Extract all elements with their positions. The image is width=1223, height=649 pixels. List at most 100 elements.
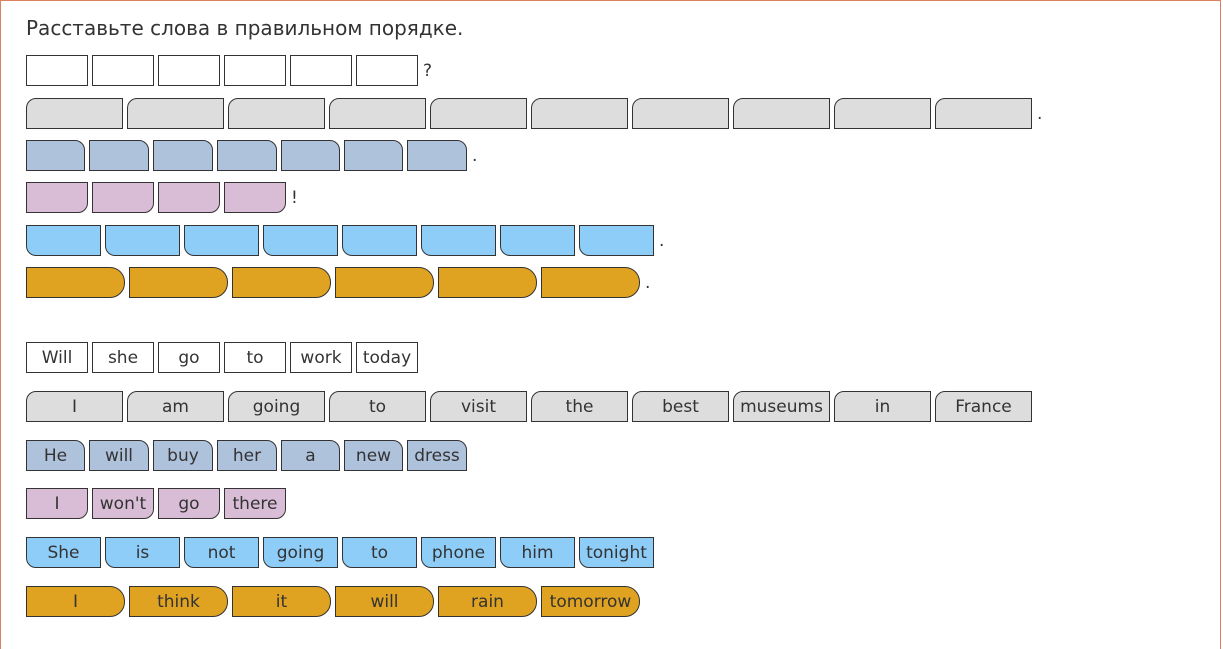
drop-slot[interactable] (329, 98, 426, 129)
drop-slot[interactable] (224, 55, 286, 86)
word-chip[interactable]: tonight (579, 537, 654, 568)
word-chip[interactable]: there (224, 488, 286, 519)
drop-slot[interactable] (356, 55, 418, 86)
word-chip[interactable]: going (228, 391, 325, 422)
target-row: ! (26, 182, 298, 213)
drop-slot[interactable] (541, 267, 640, 298)
drop-slot[interactable] (232, 267, 331, 298)
drop-slot[interactable] (263, 225, 338, 256)
word-chip[interactable]: to (224, 342, 286, 373)
drop-slot[interactable] (733, 98, 830, 129)
word-chip[interactable]: I (26, 586, 125, 617)
word-chip[interactable]: in (834, 391, 931, 422)
drop-slot[interactable] (531, 98, 628, 129)
word-chip[interactable]: visit (430, 391, 527, 422)
sentence-punctuation: ! (291, 187, 298, 208)
word-chip[interactable]: She (26, 537, 101, 568)
sentence-punctuation: ? (423, 60, 433, 81)
drop-slot[interactable] (579, 225, 654, 256)
drop-slot[interactable] (26, 182, 88, 213)
word-chip[interactable]: him (500, 537, 575, 568)
drop-slot[interactable] (342, 225, 417, 256)
target-row: . (26, 225, 664, 256)
drop-slot[interactable] (500, 225, 575, 256)
word-chip[interactable]: she (92, 342, 154, 373)
sentence-punctuation: . (472, 145, 478, 166)
word-chip[interactable]: the (531, 391, 628, 422)
word-chip[interactable]: am (127, 391, 224, 422)
word-chip[interactable]: her (217, 440, 277, 471)
drop-slot[interactable] (344, 140, 403, 171)
drop-slot[interactable] (158, 182, 220, 213)
word-chip[interactable]: best (632, 391, 729, 422)
word-chip[interactable]: new (344, 440, 403, 471)
word-chip[interactable]: I (26, 488, 88, 519)
word-chip[interactable]: museums (733, 391, 830, 422)
word-chip[interactable]: to (342, 537, 417, 568)
sentence-punctuation: . (1037, 103, 1043, 124)
drop-slot[interactable] (129, 267, 228, 298)
drop-slot[interactable] (89, 140, 149, 171)
drop-slot[interactable] (632, 98, 729, 129)
word-chip[interactable]: phone (421, 537, 496, 568)
word-chip[interactable]: buy (153, 440, 213, 471)
instruction-title: Расставьте слова в правильном порядке. (26, 16, 464, 40)
drop-slot[interactable] (158, 55, 220, 86)
word-chip[interactable]: France (935, 391, 1032, 422)
target-row: . (26, 98, 1042, 129)
word-chip[interactable]: going (263, 537, 338, 568)
word-chip[interactable]: go (158, 488, 220, 519)
drop-slot[interactable] (438, 267, 537, 298)
word-chip[interactable]: He (26, 440, 85, 471)
word-chip[interactable]: go (158, 342, 220, 373)
word-chip[interactable]: will (89, 440, 149, 471)
drop-slot[interactable] (26, 225, 101, 256)
word-chip[interactable]: tomorrow (541, 586, 640, 617)
drop-slot[interactable] (26, 98, 123, 129)
sentence-punctuation: . (645, 272, 651, 293)
word-chip[interactable]: it (232, 586, 331, 617)
word-chip[interactable]: to (329, 391, 426, 422)
drop-slot[interactable] (153, 140, 213, 171)
word-chip[interactable]: rain (438, 586, 537, 617)
drop-slot[interactable] (430, 98, 527, 129)
word-chip[interactable]: today (356, 342, 418, 373)
word-chip[interactable]: not (184, 537, 259, 568)
drop-slot[interactable] (26, 55, 88, 86)
target-row: . (26, 267, 650, 298)
drop-slot[interactable] (92, 55, 154, 86)
drop-slot[interactable] (105, 225, 180, 256)
drop-slot[interactable] (281, 140, 340, 171)
target-row: ? (26, 55, 432, 86)
drop-slot[interactable] (335, 267, 434, 298)
drop-slot[interactable] (834, 98, 931, 129)
word-chip[interactable]: I (26, 391, 123, 422)
word-chip[interactable]: is (105, 537, 180, 568)
drop-slot[interactable] (290, 55, 352, 86)
word-chip[interactable]: dress (407, 440, 467, 471)
drop-slot[interactable] (224, 182, 286, 213)
drop-slot[interactable] (26, 140, 85, 171)
drop-slot[interactable] (127, 98, 224, 129)
word-chip[interactable]: will (335, 586, 434, 617)
drop-slot[interactable] (421, 225, 496, 256)
drop-slot[interactable] (184, 225, 259, 256)
drop-slot[interactable] (92, 182, 154, 213)
word-chip[interactable]: think (129, 586, 228, 617)
word-chip[interactable]: Will (26, 342, 88, 373)
word-chip[interactable]: a (281, 440, 340, 471)
drop-slot[interactable] (228, 98, 325, 129)
drop-slot[interactable] (26, 267, 125, 298)
drop-slot[interactable] (407, 140, 467, 171)
word-chip[interactable]: work (290, 342, 352, 373)
drop-slot[interactable] (217, 140, 277, 171)
sentence-punctuation: . (659, 230, 665, 251)
word-chip[interactable]: won't (92, 488, 154, 519)
drop-slot[interactable] (935, 98, 1032, 129)
